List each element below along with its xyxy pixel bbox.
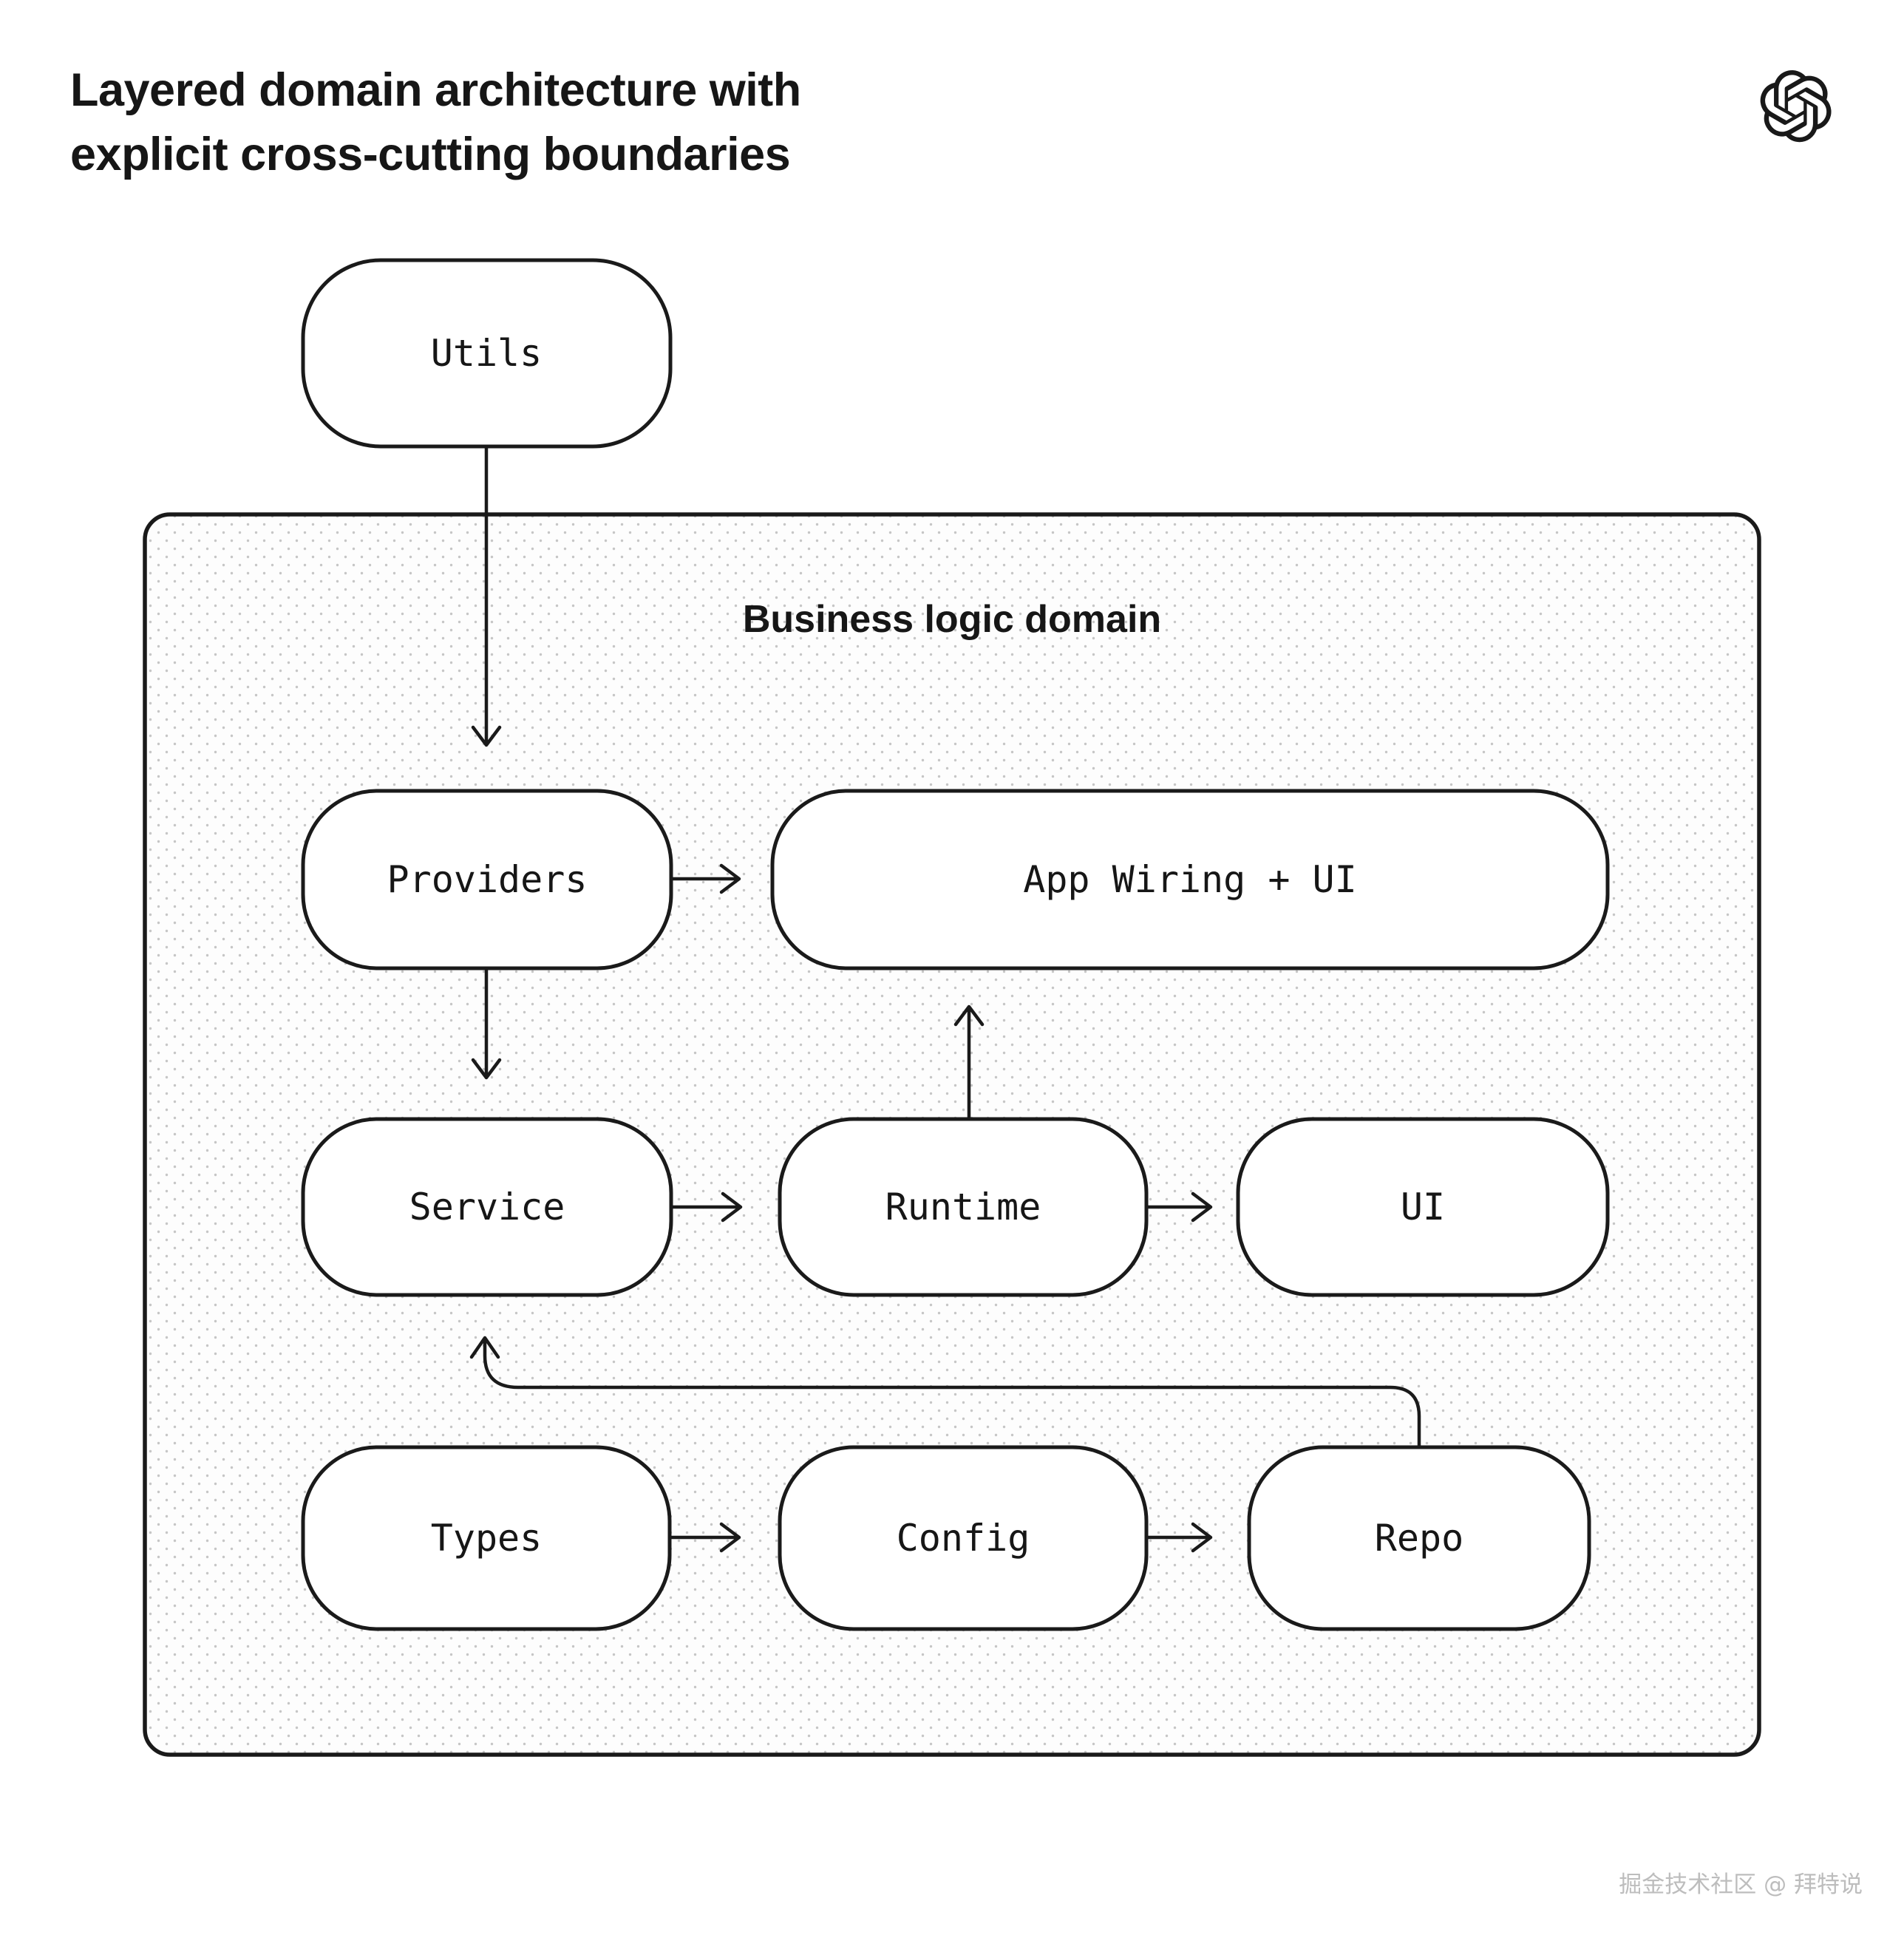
node-providers-label: Providers xyxy=(387,858,588,901)
watermark-text: 掘金技术社区 @ 拜特说 xyxy=(1619,1871,1863,1898)
page-title-line1: Layered domain architecture with xyxy=(70,64,801,116)
node-utils: Utils xyxy=(301,258,673,449)
node-types-label: Types xyxy=(431,1517,543,1560)
edge-config-to-repo xyxy=(1146,1522,1213,1553)
edge-types-to-config xyxy=(669,1522,741,1553)
node-config: Config xyxy=(778,1445,1149,1631)
node-repo: Repo xyxy=(1247,1445,1591,1631)
edge-providers-to-app-wiring xyxy=(670,863,741,894)
node-app-wiring-ui-label: App Wiring + UI xyxy=(1023,858,1357,901)
watermark-emboss-text: 掘金技术社区 @ 拜特说 xyxy=(1621,1874,1865,1900)
node-app-wiring-ui-box xyxy=(770,789,1610,970)
edge-runtime-to-app-wiring xyxy=(953,1004,985,1120)
edges xyxy=(469,446,1421,1553)
edge-providers-to-service xyxy=(471,968,502,1080)
node-app-wiring-ui: App Wiring + UI xyxy=(770,789,1610,970)
node-types: Types xyxy=(301,1445,672,1631)
edge-service-to-runtime xyxy=(670,1191,743,1223)
edge-utils-to-providers xyxy=(471,446,502,747)
edge-runtime-to-ui xyxy=(1146,1191,1213,1223)
page-title: Layered domain architecture with explici… xyxy=(70,64,801,180)
node-runtime: Runtime xyxy=(778,1117,1149,1297)
edge-repo-to-service xyxy=(469,1336,1421,1448)
node-ui: UI xyxy=(1236,1117,1610,1297)
page-title-line2: explicit cross-cutting boundaries xyxy=(70,129,790,180)
node-config-label: Config xyxy=(897,1517,1030,1560)
node-runtime-label: Runtime xyxy=(885,1186,1041,1228)
node-ui-box xyxy=(1236,1117,1610,1297)
watermark: 掘金技术社区 @ 拜特说 掘金技术社区 @ 拜特说 xyxy=(1619,1871,1865,1900)
openai-logo-icon xyxy=(1760,70,1832,143)
domain-label: Business logic domain xyxy=(743,598,1161,641)
node-service-label: Service xyxy=(409,1186,565,1228)
node-providers: Providers xyxy=(301,789,673,970)
node-utils-label: Utils xyxy=(431,332,543,375)
node-service: Service xyxy=(301,1117,673,1297)
node-ui-label: UI xyxy=(1401,1186,1445,1228)
node-repo-label: Repo xyxy=(1375,1517,1463,1560)
